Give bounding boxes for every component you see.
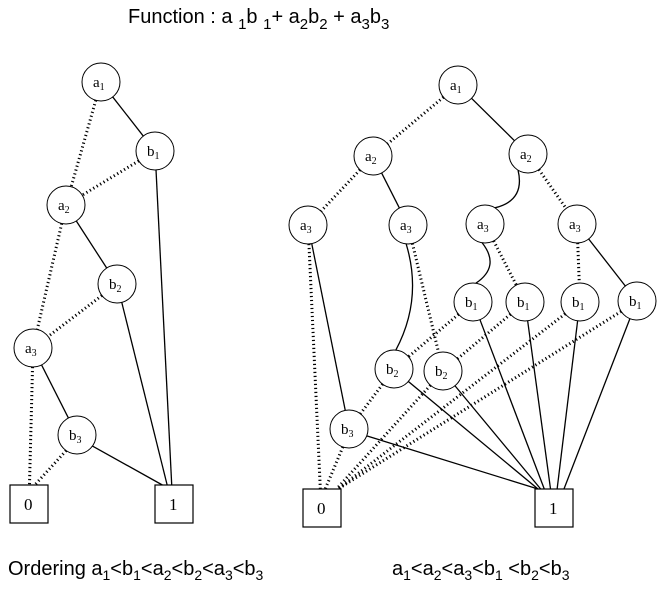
edge-R_a1-R_a2L-dotted: [386, 96, 445, 145]
svg-text:b1: b1: [465, 295, 478, 313]
svg-text:a1: a1: [93, 75, 105, 93]
svg-text:a2: a2: [365, 149, 377, 167]
edge-R_a3_2-R_b2_2-dotted: [410, 243, 441, 353]
svg-text:a3: a3: [25, 341, 37, 359]
svg-text:b2: b2: [109, 277, 122, 295]
edge-R_b2_2-R_1-solid: [454, 385, 542, 490]
terminal-0-right: 0: [302, 488, 342, 528]
node-b3-L_b3: b3: [57, 415, 97, 455]
svg-text:b3: b3: [341, 422, 354, 440]
edge-R_a2R-R_a3_3-solid: [494, 170, 520, 209]
node-a3-R_a3_3: a3: [465, 204, 505, 244]
node-b2-L_b2: b2: [97, 264, 137, 304]
edge-R_a2R-R_a3_4-dotted: [537, 168, 568, 210]
svg-text:b2: b2: [435, 364, 448, 382]
edge-R_b1_1-R_1-solid: [479, 319, 545, 490]
edge-R_b1_3-R_1-solid: [556, 320, 579, 490]
edge-R_a1-R_a2R-solid: [471, 97, 515, 142]
edge-R_a3_1-R_0-dotted: [307, 243, 322, 490]
edge-R_a3_2-R_b2_1-solid: [395, 243, 414, 351]
svg-text:b3: b3: [69, 428, 82, 446]
svg-text:b1: b1: [147, 144, 160, 162]
edge-R_b1_4-R_0-dotted: [337, 310, 622, 491]
node-b2-R_b2_2: b2: [423, 351, 463, 391]
edge-L_b2-L_1-solid: [121, 302, 168, 486]
edge-R_a3_3-R_b1_1-solid: [475, 242, 491, 284]
ordering-caption-right: a1<a2<a3<b1 <b2<b3: [392, 558, 570, 583]
edge-R_b2_1-R_b3-dotted: [359, 383, 384, 415]
svg-text:a3: a3: [569, 217, 581, 235]
node-a2-R_a2R: a2: [508, 134, 548, 174]
edge-R_a2L-R_a3_2-solid: [381, 172, 400, 209]
edge-R_b1_1-R_b2_1-dotted: [407, 313, 460, 358]
node-b3-R_b3: b3: [329, 409, 369, 449]
edge-L_a3-L_0-dotted: [27, 366, 35, 486]
node-a2-R_a2L: a2: [353, 136, 393, 176]
terminal-0-left: 0: [9, 484, 49, 524]
edge-R_b2_1-R_1-solid: [407, 380, 539, 490]
edge-R_b1_2-R_1-solid: [527, 320, 552, 490]
edge-R_a3_1-R_b3-solid: [311, 243, 346, 411]
edge-R_a3_4-R_b1_3-dotted: [576, 242, 581, 284]
svg-text:0: 0: [317, 499, 326, 518]
svg-text:a2: a2: [520, 147, 532, 165]
node-a3-R_a3_2: a3: [388, 205, 428, 245]
svg-text:a1: a1: [450, 78, 462, 96]
edge-L_b1-L_a2-dotted: [81, 159, 140, 197]
svg-text:1: 1: [549, 499, 558, 518]
edge-R_b2_2-R_0-dotted: [335, 384, 432, 491]
edge-L_b3-L_1-solid: [92, 445, 163, 486]
nodes-layer: a1 b1 a2 b2 a3 b3 0 1 a1 a2 a2 a3 a3 a3 a3 b1 b1 b1 b1 b2 b2…: [9, 62, 657, 528]
svg-text:a3: a3: [300, 218, 312, 236]
ordering-caption-left: Ordering a1<b1<a2<b2<a3<b3: [8, 558, 264, 583]
svg-text:a2: a2: [58, 198, 70, 216]
function-title: Function : a 1b 1+ a2b2 + a3b3: [128, 6, 389, 33]
terminal-1-right: 1: [534, 488, 574, 528]
svg-text:b1: b1: [572, 295, 585, 313]
edge-L_a3-L_b3-solid: [40, 364, 70, 419]
edge-L_a1-L_b1-solid: [112, 96, 144, 137]
node-b2-R_b2_1: b2: [374, 349, 414, 389]
node-a1-R_a1: a1: [438, 65, 478, 105]
edge-L_a2-L_b2-solid: [75, 220, 108, 269]
svg-text:b2: b2: [386, 362, 399, 380]
edge-R_a2L-R_a3_1-dotted: [319, 168, 362, 213]
edge-L_a1-L_a2-dotted: [69, 99, 98, 188]
edge-L_b2-L_a3-dotted: [47, 294, 103, 338]
node-a3-R_a3_4: a3: [557, 204, 597, 244]
edge-R_b1_2-R_b2_2-dotted: [456, 313, 512, 360]
edge-R_a3_3-R_b1_2-dotted: [492, 240, 518, 286]
edge-L_a2-L_a3-dotted: [35, 223, 64, 330]
node-a2-L_a2: a2: [46, 185, 86, 225]
svg-text:b1: b1: [629, 294, 642, 312]
edges-layer: [27, 96, 631, 491]
terminal-1-left: 1: [154, 484, 194, 524]
svg-text:a3: a3: [400, 218, 412, 236]
edge-R_a3_4-R_b1_4-solid: [588, 238, 626, 287]
edge-L_b3-L_0-dotted: [33, 449, 68, 487]
edge-R_b1_4-R_1-solid: [563, 318, 631, 490]
node-a3-L_a3: a3: [13, 328, 53, 368]
node-a3-R_a3_1: a3: [288, 205, 328, 245]
node-b1-L_b1: b1: [135, 131, 175, 171]
svg-text:0: 0: [24, 495, 33, 514]
svg-text:1: 1: [169, 495, 178, 514]
edge-L_b1-L_1-solid: [155, 169, 173, 486]
svg-text:b1: b1: [517, 295, 530, 313]
node-b1-R_b1_2: b1: [505, 282, 545, 322]
svg-text:a3: a3: [477, 217, 489, 235]
node-b1-R_b1_4: b1: [617, 281, 657, 321]
node-a1-L_a1: a1: [81, 62, 121, 102]
node-b1-R_b1_3: b1: [560, 282, 600, 322]
edge-R_b3-R_1-solid: [366, 435, 539, 490]
node-b1-R_b1_1: b1: [453, 282, 493, 322]
